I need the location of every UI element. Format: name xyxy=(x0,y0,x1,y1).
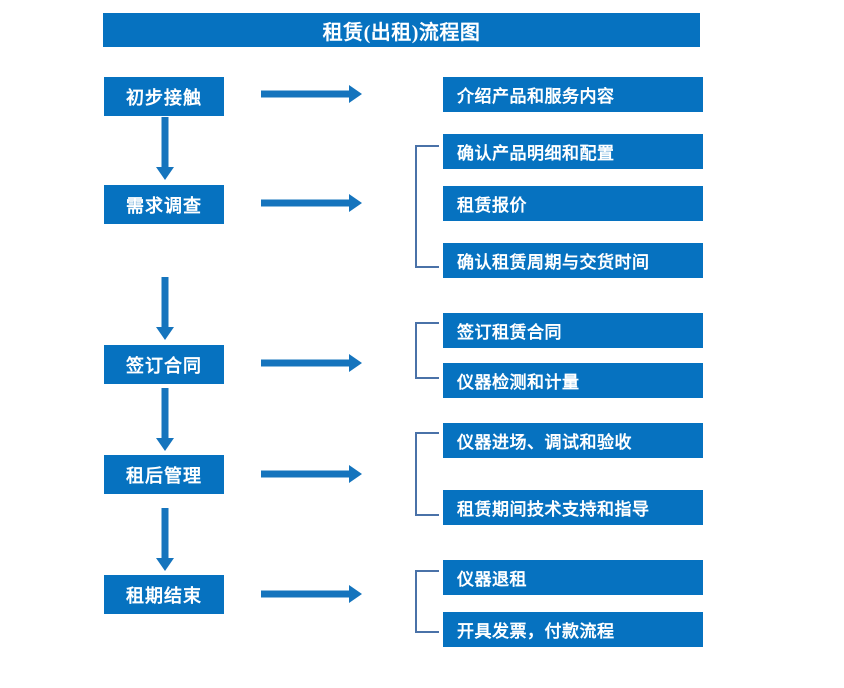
detail-label: 确认产品明细和配置 xyxy=(457,144,615,163)
arrow-right-initial-contact-icon xyxy=(261,84,363,104)
arrow-down-demand-to-contract-icon xyxy=(155,277,175,341)
detail-box-instrument-return[interactable]: 仪器退租 xyxy=(443,560,703,595)
stage-box-rental-end[interactable]: 租期结束 xyxy=(104,575,224,614)
stage-label: 初步接触 xyxy=(126,87,202,108)
detail-box-introduce-products[interactable]: 介绍产品和服务内容 xyxy=(443,77,703,112)
detail-box-instrument-inspection[interactable]: 仪器检测和计量 xyxy=(443,363,703,398)
arrow-right-post-rental-icon xyxy=(261,464,363,484)
detail-box-confirm-period-delivery[interactable]: 确认租赁周期与交货时间 xyxy=(443,243,703,278)
arrow-down-initial-to-demand-icon xyxy=(155,117,175,181)
stage-label: 签订合同 xyxy=(126,355,202,376)
detail-box-invoice-payment[interactable]: 开具发票，付款流程 xyxy=(443,612,703,647)
detail-box-sign-rental-contract[interactable]: 签订租赁合同 xyxy=(443,313,703,348)
arrow-right-rental-end-icon xyxy=(261,584,363,604)
stage-box-demand-survey[interactable]: 需求调查 xyxy=(104,185,224,224)
page-title: 租赁(出租)流程图 xyxy=(103,13,700,47)
detail-label: 仪器退租 xyxy=(457,570,527,589)
stage-label: 租期结束 xyxy=(126,585,202,606)
stage-label: 租后管理 xyxy=(126,465,202,486)
bracket-rental-end-group-icon xyxy=(414,570,440,638)
detail-label: 租赁期间技术支持和指导 xyxy=(457,500,650,519)
detail-label: 签订租赁合同 xyxy=(457,323,562,342)
bracket-demand-survey-group-icon xyxy=(414,145,440,273)
detail-label: 介绍产品和服务内容 xyxy=(457,87,615,106)
detail-label: 租赁报价 xyxy=(457,196,527,215)
detail-label: 确认租赁周期与交货时间 xyxy=(457,253,650,272)
stage-box-initial-contact[interactable]: 初步接触 xyxy=(104,77,224,116)
detail-box-technical-support[interactable]: 租赁期间技术支持和指导 xyxy=(443,490,703,525)
arrow-down-contract-to-postrental-icon xyxy=(155,388,175,452)
arrow-down-postrental-to-end-icon xyxy=(155,508,175,572)
stage-box-post-rental-mgmt[interactable]: 租后管理 xyxy=(104,455,224,494)
bracket-post-rental-group-icon xyxy=(414,432,440,521)
detail-label: 仪器进场、调试和验收 xyxy=(457,433,632,452)
arrow-right-demand-survey-icon xyxy=(261,193,363,213)
detail-label: 仪器检测和计量 xyxy=(457,373,580,392)
stage-box-sign-contract[interactable]: 签订合同 xyxy=(104,345,224,384)
arrow-right-sign-contract-icon xyxy=(261,353,363,373)
detail-label: 开具发票，付款流程 xyxy=(457,622,615,641)
detail-box-rental-quotation[interactable]: 租赁报价 xyxy=(443,186,703,221)
detail-box-instrument-onsite-commissioning[interactable]: 仪器进场、调试和验收 xyxy=(443,423,703,458)
detail-box-confirm-product-spec[interactable]: 确认产品明细和配置 xyxy=(443,134,703,169)
bracket-sign-contract-group-icon xyxy=(414,322,440,384)
stage-label: 需求调查 xyxy=(126,195,202,216)
